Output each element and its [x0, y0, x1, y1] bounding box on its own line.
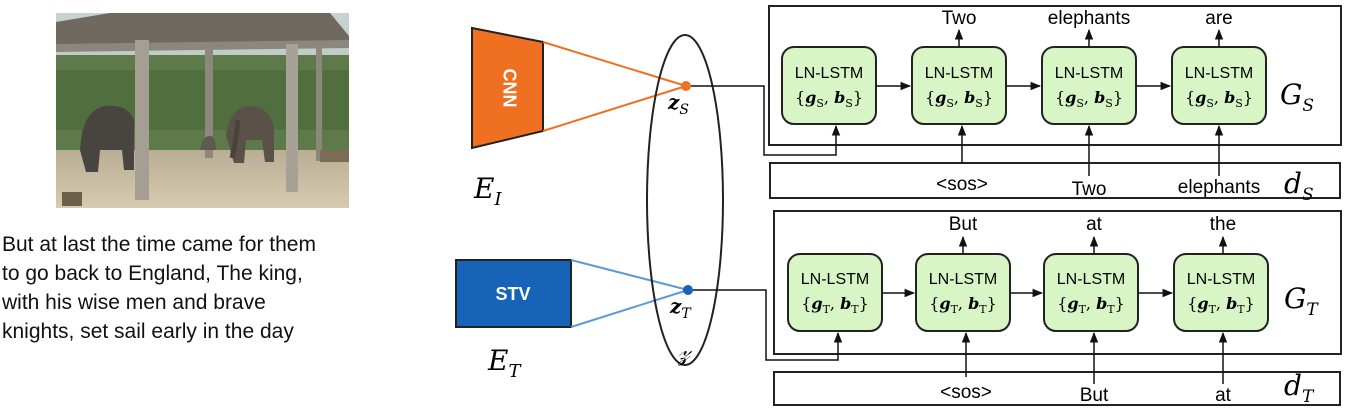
svg-text:{gT, bT}: {gT, bT} — [801, 294, 869, 316]
z-s-to-decoder — [691, 85, 841, 156]
generator-s-symbol: GS — [1280, 78, 1314, 116]
svg-text:{gT, bT}: {gT, bT} — [929, 294, 997, 316]
z-t-point — [683, 285, 693, 295]
generator-t-symbol: GT — [1284, 282, 1319, 320]
svg-text:{gS, bS}: {gS, bS} — [925, 88, 993, 110]
stv-projection-top — [570, 259, 689, 291]
data-t-frame — [773, 371, 1341, 406]
stv-label: STV — [495, 284, 530, 304]
input-t-1: <sos> — [940, 382, 992, 403]
z-s-point — [681, 81, 691, 91]
caption-line-3: with his wise men and brave — [2, 291, 266, 314]
data-t-symbol: dT — [1284, 369, 1315, 407]
input-t-3: at — [1215, 385, 1232, 406]
svg-text:LN-LSTM: LN-LSTM — [1055, 65, 1123, 82]
encoder-text-symbol: ET — [487, 344, 522, 382]
svg-text:{gT, bT}: {gT, bT} — [1057, 294, 1125, 316]
decoder-t-frame — [773, 210, 1342, 355]
input-s-1: <sos> — [936, 174, 988, 195]
lstm-cell-t-1: LN-LSTM {gT, bT} — [787, 253, 883, 332]
input-t-2: But — [1080, 385, 1109, 406]
stv-encoder: STV — [455, 259, 572, 328]
data-s-symbol: dS — [1284, 167, 1314, 205]
lstm-cell-s-2: LN-LSTM {gS, bS} — [911, 46, 1007, 125]
lstm-cell-s-3: LN-LSTM {gS, bS} — [1041, 46, 1137, 125]
svg-text:{gS, bS}: {gS, bS} — [1185, 88, 1253, 110]
z-t-to-decoder — [693, 289, 843, 361]
z-s-label: zS — [667, 90, 689, 118]
svg-text:LN-LSTM: LN-LSTM — [929, 271, 997, 288]
cnn-label: CNN — [499, 69, 519, 108]
latent-space-symbol: 𝓏 — [677, 337, 693, 367]
svg-text:LN-LSTM: LN-LSTM — [1187, 271, 1255, 288]
lstm-cell-t-3: LN-LSTM {gT, bT} — [1043, 253, 1139, 332]
caption-line-4: knights, set sail early in the day — [2, 320, 294, 343]
input-s-3: elephants — [1178, 177, 1260, 198]
svg-text:LN-LSTM: LN-LSTM — [1057, 271, 1125, 288]
svg-text:LN-LSTM: LN-LSTM — [801, 271, 869, 288]
lstm-cell-s-1: LN-LSTM {gS, bS} — [781, 46, 877, 125]
svg-text:{gS, bS}: {gS, bS} — [1055, 88, 1123, 110]
svg-text:{gS, bS}: {gS, bS} — [795, 88, 863, 110]
output-t-3: the — [1210, 214, 1236, 235]
cnn-projection-top — [542, 41, 687, 87]
data-s-frame — [769, 162, 1341, 199]
output-t-1: But — [949, 214, 978, 235]
cnn-projection-bottom — [542, 85, 687, 132]
elephant-photo — [56, 13, 349, 208]
lstm-cell-s-4: LN-LSTM {gS, bS} — [1171, 46, 1267, 125]
output-t-2: at — [1086, 214, 1103, 235]
stv-projection-bottom — [570, 289, 689, 328]
output-s-2: elephants — [1048, 8, 1130, 29]
decoder-s-frame — [768, 5, 1342, 146]
svg-text:LN-LSTM: LN-LSTM — [925, 65, 993, 82]
input-s-2: Two — [1072, 179, 1107, 200]
output-s-1: Two — [942, 8, 977, 29]
encoder-image-symbol: EI — [473, 172, 502, 210]
svg-text:LN-LSTM: LN-LSTM — [1185, 65, 1253, 82]
caption-line-2: to go back to England, The king, — [2, 262, 303, 285]
output-s-3: are — [1205, 8, 1232, 29]
cnn-encoder: CNN — [471, 26, 544, 150]
lstm-cell-t-2: LN-LSTM {gT, bT} — [915, 253, 1011, 332]
lstm-cell-t-4: LN-LSTM {gT, bT} — [1173, 253, 1269, 332]
z-t-label: zT — [669, 294, 692, 322]
latent-space-ellipse — [646, 34, 724, 366]
stv-box — [455, 259, 572, 328]
svg-text:{gT, bT}: {gT, bT} — [1187, 294, 1255, 316]
svg-text:LN-LSTM: LN-LSTM — [795, 65, 863, 82]
caption-line-1: But at last the time came for them — [2, 233, 316, 256]
